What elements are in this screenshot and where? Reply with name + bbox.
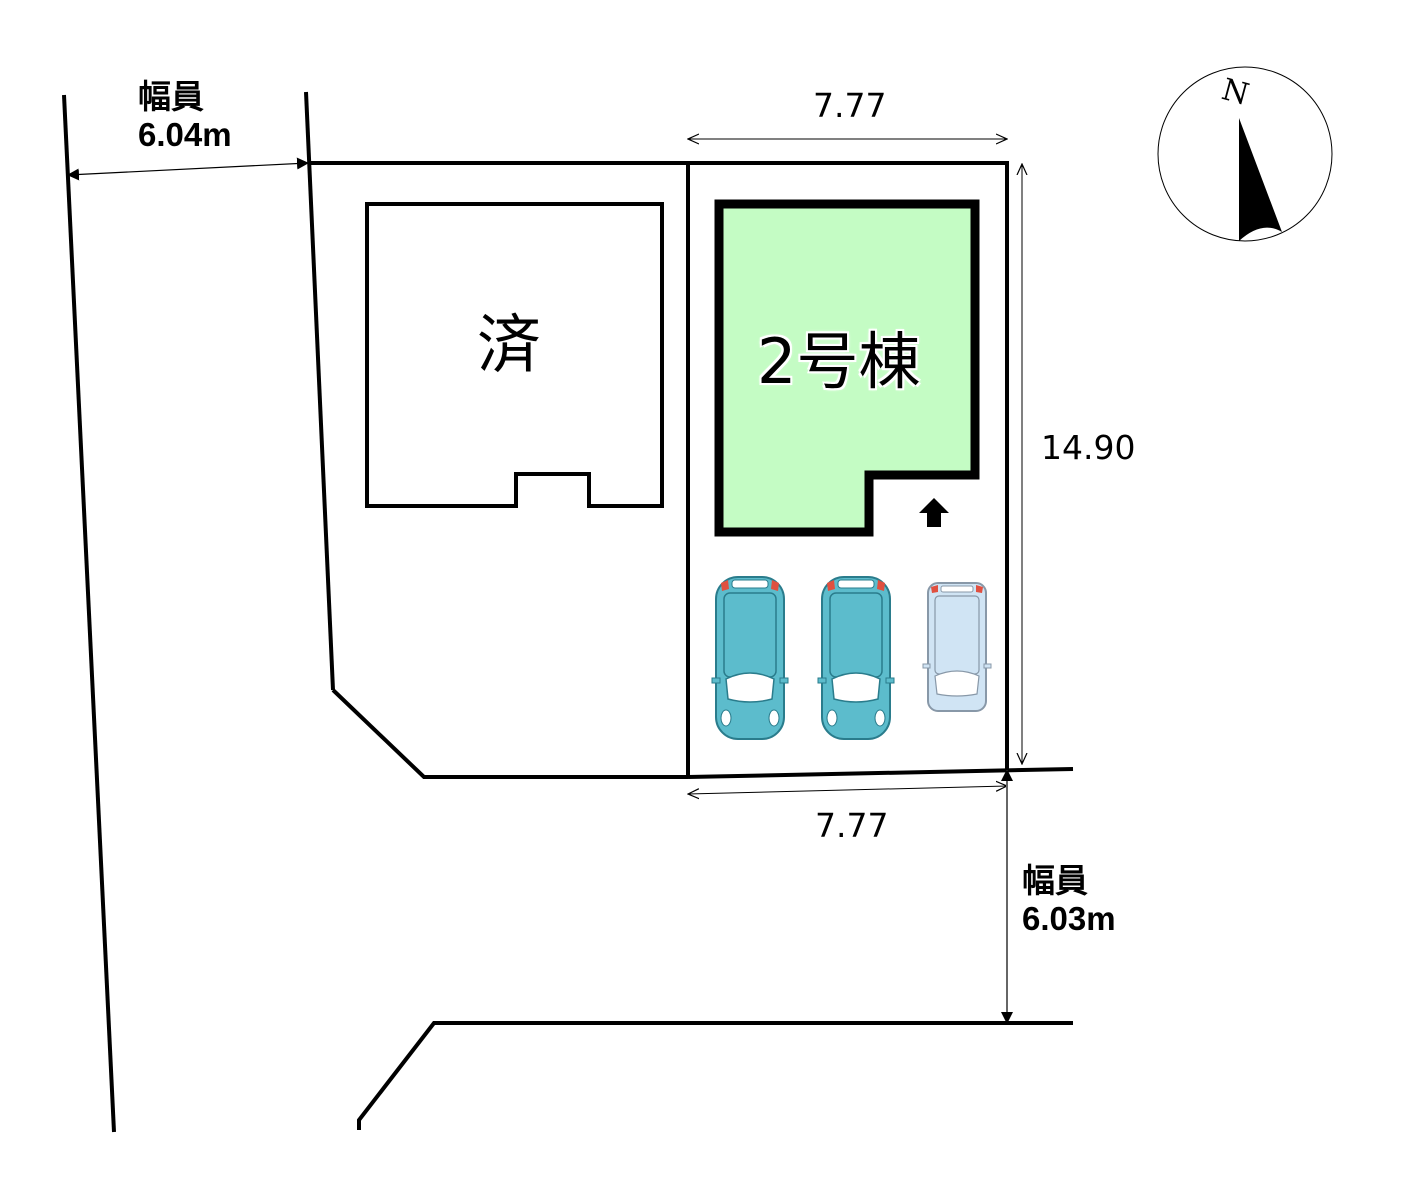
west-road-label: 幅員 6.04m xyxy=(138,78,232,154)
sold-building-footprint xyxy=(365,202,664,508)
bottom-width-value: 7.77 xyxy=(815,806,889,845)
south-road-title: 幅員 xyxy=(1022,862,1088,899)
north-arrow-icon xyxy=(1239,118,1282,241)
west-road-inner-edge xyxy=(304,91,335,691)
parking-car-1 xyxy=(711,576,789,740)
parking-car-2 xyxy=(817,576,895,740)
south-road-width: 6.03m xyxy=(1022,900,1116,937)
sold-lot-label: 済 xyxy=(477,309,541,383)
north-compass xyxy=(1157,66,1333,242)
parking-compact-car xyxy=(922,582,992,712)
west-road-width-dimension xyxy=(67,157,309,181)
lot2-south-boundary xyxy=(687,767,1074,779)
top-width-value: 7.77 xyxy=(813,86,887,125)
south-road-label: 幅員 6.03m xyxy=(1022,862,1116,938)
site-boundary xyxy=(308,161,1009,770)
bottom-width-dimension xyxy=(688,786,1007,794)
west-road-width: 6.04m xyxy=(138,116,232,153)
south-road-far-edge xyxy=(357,1021,1073,1130)
west-road-title: 幅員 xyxy=(138,78,204,115)
west-road-edge xyxy=(62,94,116,1133)
lot2-building-footprint xyxy=(714,199,980,537)
lot2-label: 2号棟 xyxy=(757,325,921,398)
sold-lot-boundary xyxy=(331,688,688,779)
depth-value: 14.90 xyxy=(1041,428,1136,467)
entrance-arrow-icon xyxy=(919,498,949,527)
